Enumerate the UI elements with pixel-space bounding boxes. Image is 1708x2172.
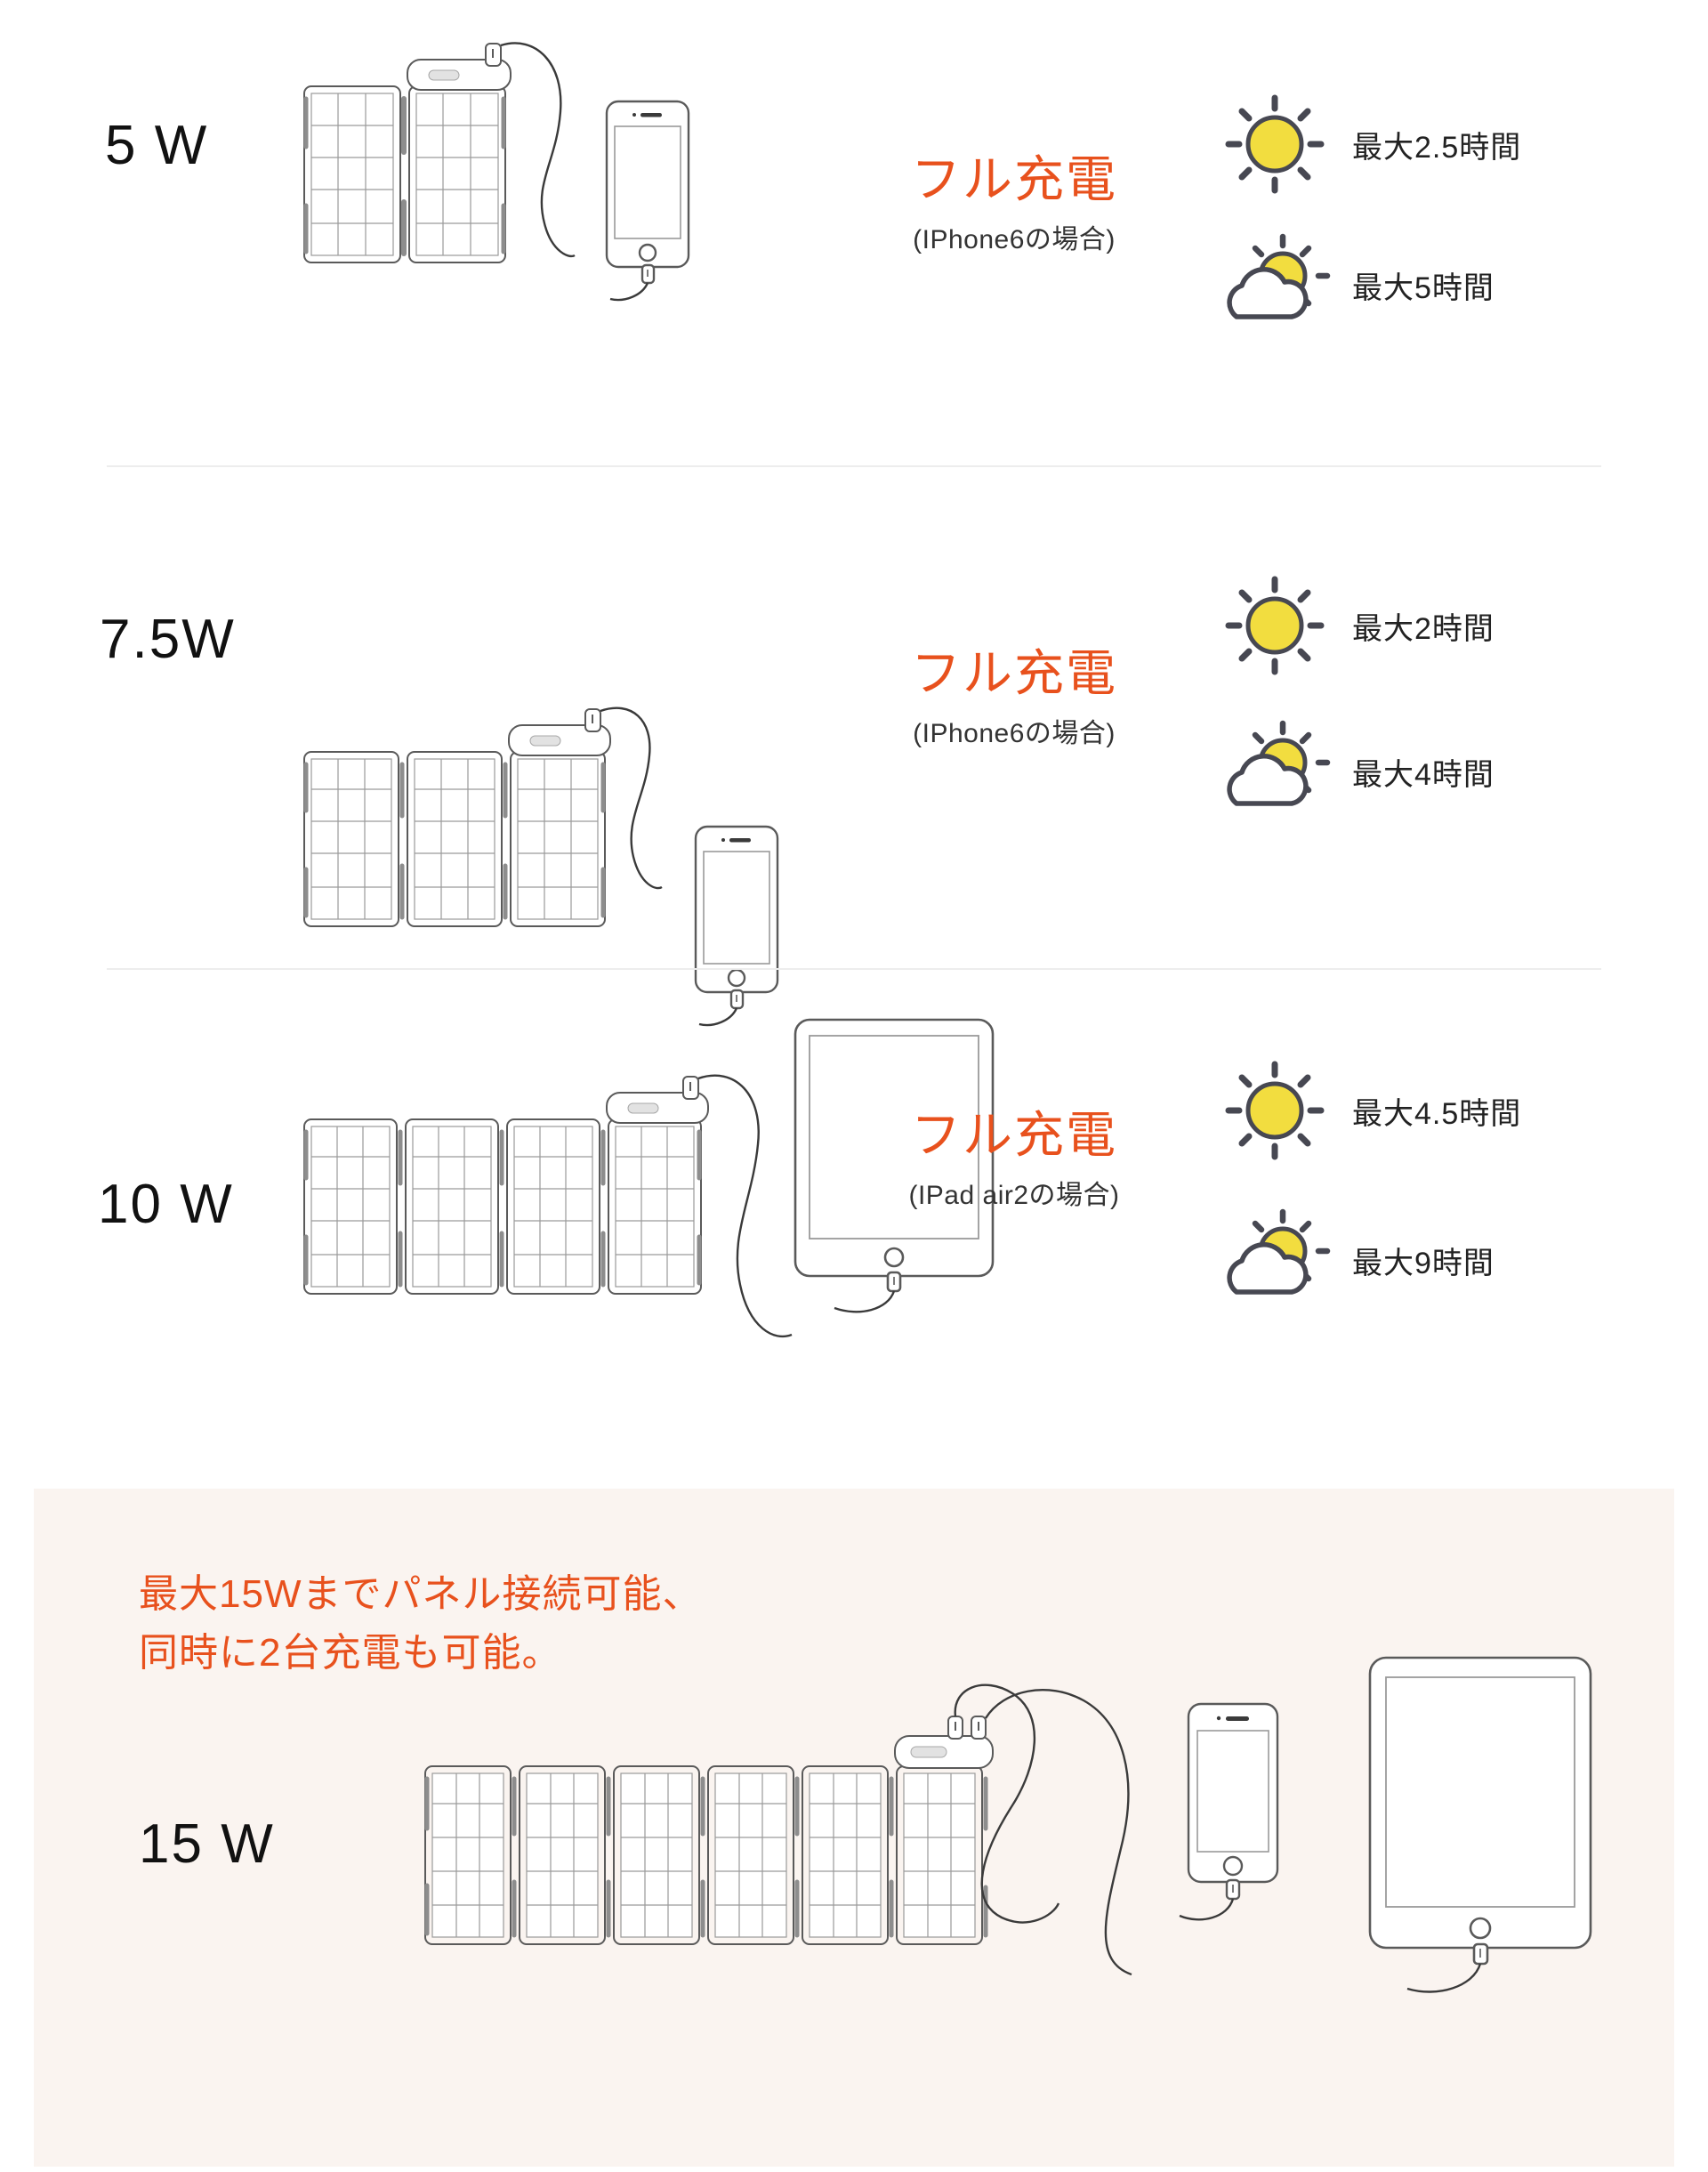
solar-panel-illustration-15w — [415, 1681, 1132, 1976]
partly-cloudy-icon — [1217, 718, 1333, 825]
highlight-headline-line2: 同時に2台充電も可能。 — [139, 1631, 562, 1675]
row-divider-1 — [107, 465, 1601, 467]
charge-info-10w: フル充電 (IPad air2の場合) — [854, 1107, 1174, 1212]
ipad-illustration-10w — [783, 950, 1068, 1324]
weather-row-sunny-5w: 最大2.5時間 — [1217, 91, 1521, 198]
weather-text-cloudy-5w: 最大5時間 — [1352, 270, 1494, 305]
charge-title-10w: フル充電 — [911, 1107, 1117, 1163]
watt-label-10w: 10 W — [98, 1174, 234, 1235]
charge-subtitle-7-5w: (IPhone6の場合) — [913, 719, 1116, 749]
charge-info-5w: フル充電 (IPhone6の場合) — [854, 151, 1174, 256]
sun-icon — [1217, 91, 1333, 198]
solar-panel-illustration-7-5w — [294, 387, 712, 927]
iphone-illustration-15w — [1179, 1699, 1313, 1930]
highlight-panel-15w: 最大15Wまでパネル接続可能、 同時に2台充電も可能。 15 W — [34, 1489, 1674, 2167]
weather-estimates-7-5w: 最大2時間 最大4時間 — [1217, 572, 1494, 825]
weather-row-sunny-7-5w: 最大2時間 — [1217, 572, 1494, 679]
iphone-illustration-7-5w — [687, 821, 802, 1027]
weather-text-cloudy-10w: 最大9時間 — [1352, 1246, 1494, 1280]
sun-icon — [1217, 1057, 1333, 1164]
weather-text-cloudy-7-5w: 最大4時間 — [1352, 757, 1494, 792]
watt-label-5w: 5 W — [105, 115, 209, 176]
weather-row-sunny-10w: 最大4.5時間 — [1217, 1057, 1521, 1164]
weather-row-cloudy-10w: 最大9時間 — [1217, 1207, 1521, 1313]
watt-label-7-5w: 7.5W — [100, 609, 236, 670]
highlight-headline: 最大15Wまでパネル接続可能、 同時に2台充電も可能。 — [139, 1565, 702, 1683]
weather-estimates-5w: 最大2.5時間 最大5 — [1217, 91, 1521, 338]
charge-subtitle-5w: (IPhone6の場合) — [913, 225, 1116, 255]
power-row-5w: 5 W — [0, 0, 1708, 467]
ipad-illustration-15w — [1358, 1636, 1642, 2028]
charge-title-7-5w: フル充電 — [911, 645, 1117, 701]
solar-panel-illustration-10w — [294, 1021, 801, 1377]
iphone-illustration-5w — [598, 96, 713, 302]
watt-label-15w: 15 W — [139, 1813, 275, 1875]
row-divider-2 — [107, 968, 1601, 970]
charge-subtitle-10w: (IPad air2の場合) — [908, 1181, 1120, 1211]
partly-cloudy-icon — [1217, 231, 1333, 338]
solar-panel-illustration-5w — [294, 42, 667, 316]
charge-info-7-5w: フル充電 (IPhone6の場合) — [854, 645, 1174, 750]
weather-estimates-10w: 最大4.5時間 最大9時間 — [1217, 1057, 1521, 1313]
power-row-10w: 10 W — [0, 968, 1708, 1489]
weather-row-cloudy-5w: 最大5時間 — [1217, 231, 1521, 338]
weather-text-sunny-10w: 最大4.5時間 — [1352, 1096, 1522, 1131]
weather-text-sunny-5w: 最大2.5時間 — [1352, 130, 1522, 165]
highlight-headline-line1: 最大15Wまでパネル接続可能、 — [139, 1572, 703, 1616]
charge-title-5w: フル充電 — [911, 151, 1117, 207]
sun-icon — [1217, 572, 1333, 679]
weather-text-sunny-7-5w: 最大2時間 — [1352, 611, 1494, 646]
weather-row-cloudy-7-5w: 最大4時間 — [1217, 718, 1494, 825]
partly-cloudy-icon — [1217, 1207, 1333, 1313]
power-row-7-5w: 7.5W — [0, 467, 1708, 1027]
